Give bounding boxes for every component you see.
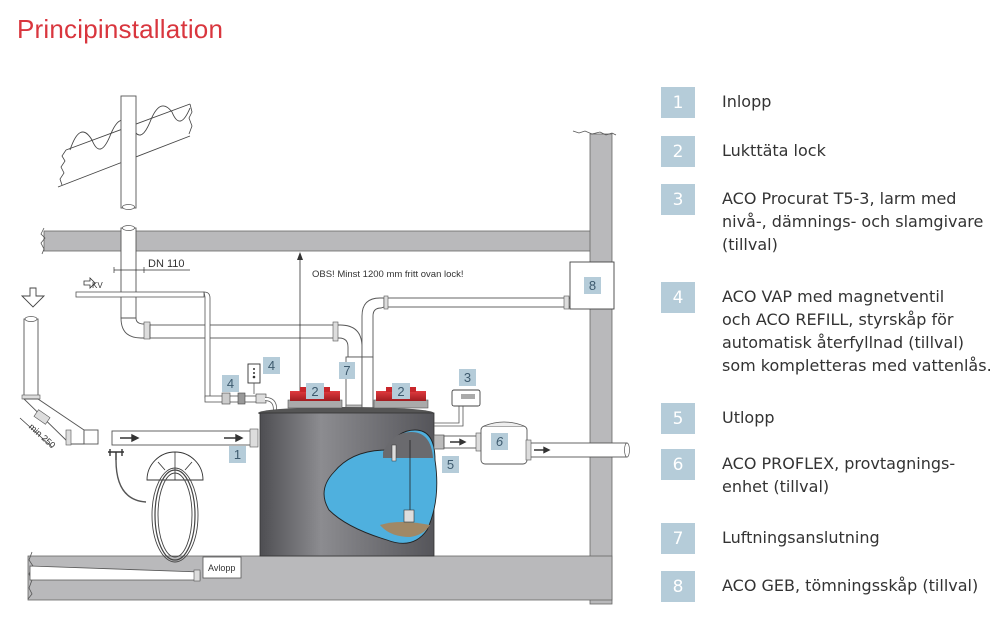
vent-stack (120, 95, 363, 414)
svg-text:6: 6 (496, 434, 504, 449)
legend-text: Luftningsanslutning (722, 528, 880, 547)
avlopp-label: Avlopp (208, 563, 235, 573)
downpipe (19, 287, 99, 448)
legend-number: 5 (661, 403, 695, 434)
down-arrow-icon (20, 287, 46, 308)
legend-text: Lukttäta lock (722, 141, 826, 160)
diagram-tag-8: 8 (584, 277, 601, 294)
inlet-pipe (111, 428, 259, 448)
legend-text: Inlopp (722, 92, 772, 111)
legend-item-6: 6 ACO PROFLEX, provtagnings- enhet (till… (661, 449, 992, 498)
svg-text:8: 8 (589, 278, 596, 293)
kv-label: KV (92, 281, 103, 290)
legend-item-4: 4 ACO VAP med magnetventil och ACO REFIL… (661, 282, 992, 377)
hose-reel (108, 449, 204, 563)
dn-label: DN 110 (148, 258, 184, 270)
legend-number: 6 (661, 449, 695, 480)
diagram-tag-2a: 2 (306, 383, 324, 399)
diagram-tag-1: 1 (229, 446, 246, 463)
svg-text:4: 4 (268, 358, 275, 373)
svg-text:4: 4 (227, 376, 234, 391)
legend-number: 3 (661, 184, 695, 215)
legend-text: ACO PROFLEX, provtagnings- enhet (tillva… (722, 454, 956, 496)
svg-text:2: 2 (397, 384, 404, 399)
svg-text:1: 1 (234, 447, 241, 462)
legend-text: ACO VAP med magnetventil och ACO REFILL,… (722, 287, 992, 375)
diagram-tag-6: 6 (491, 433, 508, 450)
legend-number: 2 (661, 136, 695, 167)
legend-number: 1 (661, 87, 695, 118)
legend-text: ACO GEB, tömningsskåp (tillval) (722, 576, 979, 595)
legend-text: Utlopp (722, 408, 775, 427)
emptying-pipe (361, 295, 571, 413)
obs-note: OBS! Minst 1200 mm fritt ovan lock! (312, 269, 464, 280)
kv-arrow-icon (83, 277, 96, 289)
dn-dimension (113, 267, 190, 273)
legend-number: 4 (661, 282, 695, 313)
svg-text:3: 3 (464, 370, 471, 385)
kv-water-pipe (75, 277, 277, 412)
legend-item-7: 7 Luftningsanslutning (661, 523, 992, 554)
legend-item-3: 3 ACO Procurat T5-3, larm med nivå-, däm… (661, 184, 992, 256)
diagram-tag-3: 3 (459, 369, 476, 386)
legend-item-8: 8 ACO GEB, tömningsskåp (tillval) (661, 571, 992, 602)
floor-slab (27, 551, 613, 601)
right-wall (572, 130, 617, 605)
diagram-tag-2b: 2 (392, 383, 410, 399)
diagram-tag-4b: 4 (263, 357, 280, 374)
grease-separator-tank (258, 407, 438, 557)
legend-item-1: 1 Inlopp (661, 87, 992, 118)
legend-item-5: 5 Utlopp (661, 403, 992, 434)
diagram-tag-7: 7 (339, 362, 355, 379)
svg-text:2: 2 (311, 384, 318, 399)
svg-text:7: 7 (343, 363, 350, 378)
legend-number: 8 (661, 571, 695, 602)
alarm-unit (434, 389, 481, 427)
legend-item-2: 2 Lukttäta lock (661, 136, 992, 167)
legend-number: 7 (661, 523, 695, 554)
diagram-tag-5: 5 (442, 456, 459, 473)
svg-text:5: 5 (447, 457, 454, 472)
legend-text: ACO Procurat T5-3, larm med nivå-, dämni… (722, 189, 984, 254)
diagram-tag-4a: 4 (222, 375, 239, 392)
page-title: Principinstallation (17, 14, 224, 44)
